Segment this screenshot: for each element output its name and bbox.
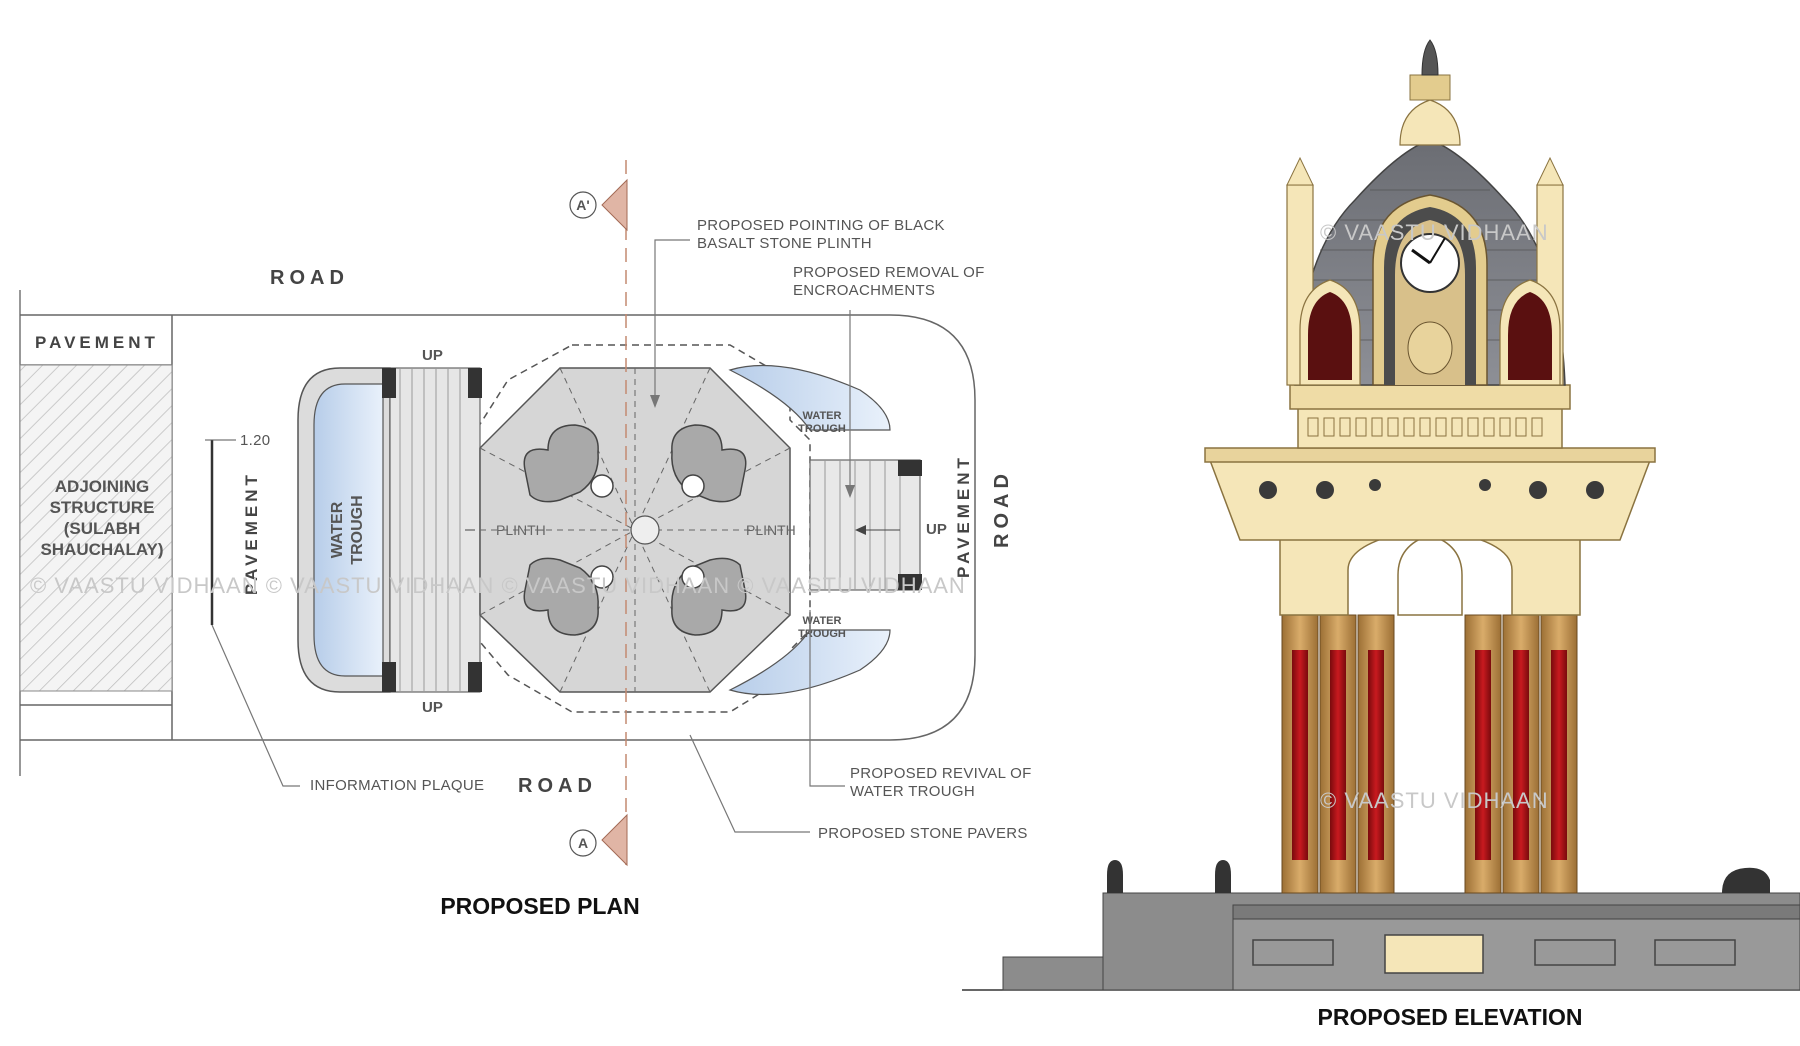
leader-pointing-arrow (650, 395, 660, 408)
up-label-top: UP (422, 347, 443, 364)
upper-band (1289, 384, 1571, 410)
pavement-outline (20, 314, 976, 741)
plan-caption: PROPOSED PLAN (440, 893, 639, 919)
elevation-watermark-1: © VAASTU VIDHAAN (1320, 220, 1549, 245)
note-revival-1: PROPOSED REVIVAL OF (850, 765, 1032, 782)
finial-neck (1409, 74, 1451, 101)
base-panel-1 (1252, 939, 1334, 966)
proposed-plan: ADJOINING STRUCTURE (SULABH SHAUCHALAY) … (19, 160, 1032, 919)
water-trough-small-bottom-2: TROUGH (798, 628, 846, 640)
adjoining-line-1: ADJOINING (55, 477, 149, 496)
post-left-4 (468, 662, 482, 692)
finial-base (1399, 99, 1461, 146)
road-label-right: ROAD (991, 469, 1013, 548)
leader-plaque (211, 624, 300, 787)
post-right-2 (898, 574, 922, 590)
water-trough-label-2: TROUGH (349, 495, 366, 564)
ganesha-motif (1407, 321, 1453, 375)
side-tower-left-top (1286, 156, 1314, 186)
bracket-band (1206, 454, 1654, 541)
arch-opening (1397, 534, 1463, 616)
water-trough-small-bottom-1: WATER (803, 615, 842, 627)
post-right-1 (898, 460, 922, 476)
columns-left (1281, 614, 1395, 894)
section-arrow-top (601, 178, 628, 232)
post-left-3 (382, 662, 396, 692)
section-arrow-bottom (601, 813, 628, 867)
step-lines-left (399, 368, 461, 692)
dimension-value: 1.20 (240, 432, 270, 449)
water-trough (313, 383, 384, 677)
section-marker-bottom (569, 829, 597, 857)
balustrade-panels (1307, 417, 1543, 437)
step-lines-right (824, 460, 901, 590)
note-pointing-2: BASALT STONE PLINTH (697, 235, 872, 252)
elevation-caption: PROPOSED ELEVATION (1318, 1004, 1583, 1030)
note-pavers: PROPOSED STONE PAVERS (818, 825, 1028, 842)
plinth-label-right: PLINTH (746, 522, 796, 538)
note-pointing-1: PROPOSED POINTING OF BLACK (697, 217, 945, 234)
proposed-elevation: © VAASTU VIDHAAN © VAASTU VIDHAAN PROPOS… (962, 39, 1800, 1030)
note-removal-2: ENCROACHMENTS (793, 282, 935, 299)
statue-left-1 (1107, 860, 1123, 893)
road-label-bottom: ROAD (518, 775, 597, 797)
section-label-top: A' (576, 197, 589, 213)
leader-revival (809, 610, 845, 787)
column-cluster-nw (523, 424, 599, 503)
elevation-watermark-2: © VAASTU VIDHAAN (1320, 788, 1549, 813)
base-step-low (1002, 956, 1104, 991)
note-removal-1: PROPOSED REMOVAL OF (793, 264, 985, 281)
clock-minute-hand (1429, 237, 1446, 264)
water-trough-small-top-2: TROUGH (798, 423, 846, 435)
center-marker (630, 515, 660, 545)
niche-right (1508, 292, 1552, 380)
leader-removal-arrow (845, 485, 855, 498)
road-label-top: ROAD (270, 267, 349, 289)
adjoining-line-3: (SULABH (64, 519, 141, 538)
leader-pointing (654, 239, 690, 400)
plinth-label-left: PLINTH (496, 522, 546, 538)
cornice (1204, 447, 1656, 463)
adjoining-line-4: SHAUCHALAY) (40, 540, 163, 559)
column-bases (590, 474, 705, 589)
water-trough-small-top-1: WATER (803, 410, 842, 422)
nandi-statue (1722, 867, 1770, 893)
base-cornice (1232, 904, 1800, 920)
adjoining-line-2: STRUCTURE (50, 498, 155, 517)
pavement-label-top: PAVEMENT (35, 333, 159, 352)
steps-right (809, 459, 921, 591)
note-plaque: INFORMATION PLAQUE (310, 777, 484, 794)
niche-left (1308, 292, 1352, 380)
leader-pavers (689, 734, 810, 833)
statue-left-2 (1215, 860, 1231, 893)
clock-hour-hand (1411, 248, 1431, 265)
leader-lines (211, 239, 851, 833)
adjoining-structure-hatch (19, 364, 173, 692)
water-trough-label-1: WATER (329, 501, 346, 558)
bracket-medallions (1259, 479, 1604, 499)
up-label-right: UP (926, 521, 947, 538)
column-cluster-sw (523, 557, 599, 636)
pavement-label-right: PAVEMENT (954, 454, 973, 578)
up-label-bottom: UP (422, 699, 443, 716)
section-marker-top (569, 191, 597, 219)
section-label-bottom: A (578, 835, 588, 851)
base-panel-3 (1654, 939, 1736, 966)
plan-watermark: © VAASTU VIDHAAN © VAASTU VIDHAAN © VAAS… (30, 573, 966, 598)
post-left-2 (468, 368, 482, 398)
pavement-label-left: PAVEMENT (242, 471, 261, 595)
base-panel-2 (1534, 939, 1616, 966)
base-plaque (1384, 934, 1484, 974)
finial-top (1421, 39, 1439, 76)
up-arrow-right-head (855, 525, 866, 535)
post-left-1 (382, 368, 396, 398)
note-revival-2: WATER TROUGH (850, 783, 975, 800)
columns-right (1464, 614, 1578, 894)
side-tower-right-top (1536, 156, 1564, 186)
